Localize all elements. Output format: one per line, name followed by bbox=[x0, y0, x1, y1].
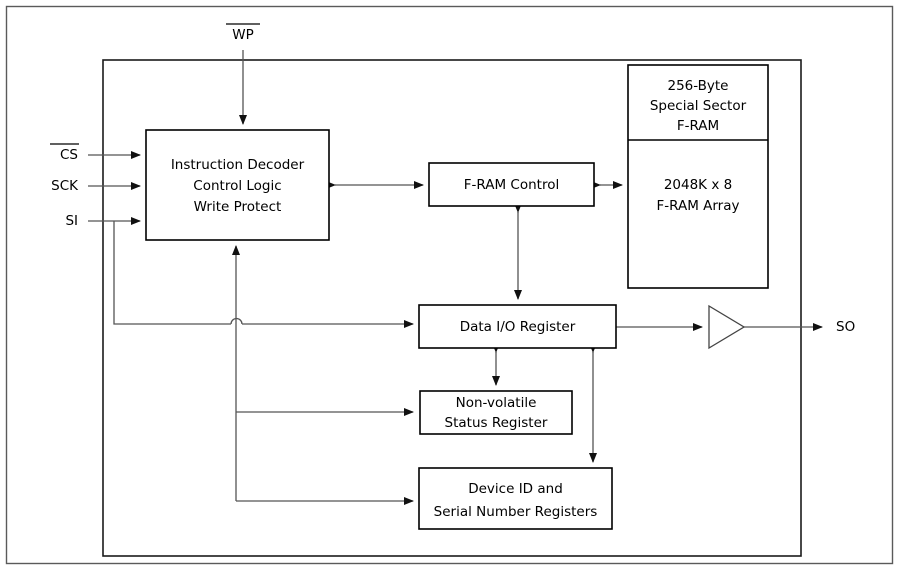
block-fram-control bbox=[428, 162, 595, 207]
signal-label-wp: WP bbox=[232, 27, 254, 43]
data-io-register-label: Data I/O Register bbox=[460, 319, 576, 335]
figure-border bbox=[5, 5, 894, 565]
special-sector-line-1: 256-Byte bbox=[667, 78, 728, 94]
signal-label-cs: CS bbox=[60, 147, 78, 163]
fram-array-line-2: F-RAM Array bbox=[656, 198, 739, 214]
block-instruction-decoder bbox=[145, 129, 330, 241]
chip-boundary bbox=[102, 59, 802, 557]
fram-array-line-1: 2048K x 8 bbox=[664, 177, 732, 193]
fram-control-label: F-RAM Control bbox=[464, 177, 559, 193]
instruction-decoder-line-2: Control Logic bbox=[193, 178, 281, 194]
status-register-line-1: Non-volatile bbox=[456, 395, 537, 411]
special-sector-line-2: Special Sector bbox=[650, 98, 747, 114]
special-sector-line-3: F-RAM bbox=[677, 118, 719, 134]
block-device-id-register bbox=[418, 467, 613, 530]
device-id-line-2: Serial Number Registers bbox=[434, 504, 598, 520]
signal-label-sck: SCK bbox=[51, 178, 79, 194]
signal-label-si: SI bbox=[65, 213, 78, 229]
block-status-register bbox=[419, 390, 573, 435]
instruction-decoder-line-1: Instruction Decoder bbox=[171, 157, 305, 173]
signal-label-so: SO bbox=[836, 319, 855, 335]
block-data-io-register bbox=[418, 304, 617, 349]
block-memory-array-group bbox=[627, 64, 769, 289]
wire-si-branch-down bbox=[113, 221, 231, 325]
instruction-decoder-line-3: Write Protect bbox=[194, 199, 282, 215]
output-buffer-icon bbox=[708, 304, 746, 350]
device-id-line-1: Device ID and bbox=[468, 481, 563, 497]
status-register-line-2: Status Register bbox=[445, 415, 548, 431]
